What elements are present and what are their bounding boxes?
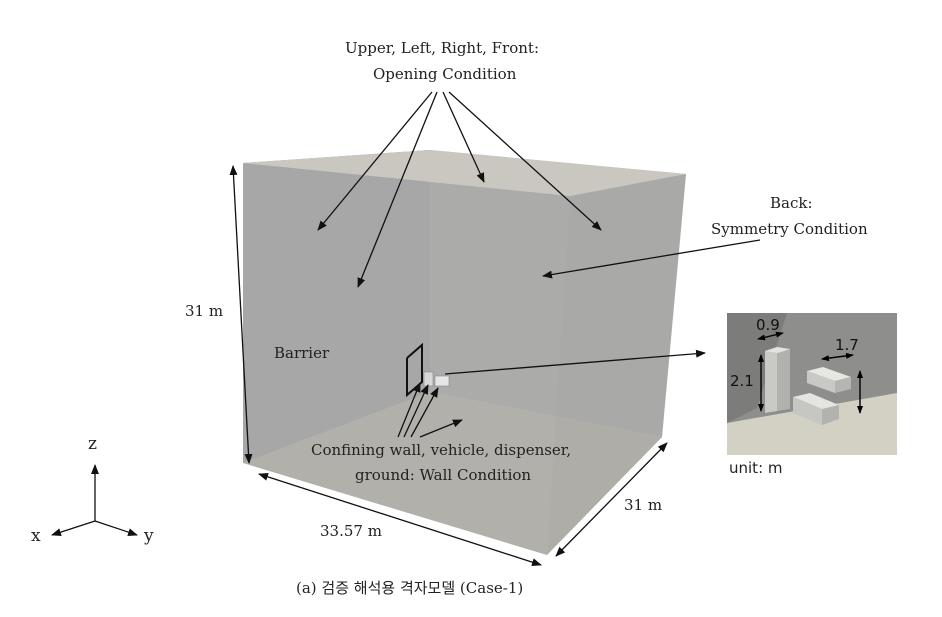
width-dimension-label: 33.57 m	[320, 522, 382, 540]
opening-arrow-upper	[442, 91, 485, 183]
inset-dim-width: 0.9	[756, 316, 780, 334]
opening-arrow-left	[317, 91, 433, 231]
back-label-line1: Back:	[770, 194, 813, 212]
inset-width-arrow	[757, 331, 784, 341]
inset-pointer-arrow	[444, 349, 706, 375]
inset-drawing	[727, 313, 897, 455]
axis-z-label: z	[88, 434, 97, 454]
barrier-shape	[406, 342, 423, 398]
inset-step-lower-front	[793, 393, 839, 409]
wall-arrow-vehicle	[403, 384, 429, 438]
wall-arrow-barrier	[397, 382, 421, 438]
inset-barrier-side	[777, 347, 790, 411]
opening-condition-label-line2: Opening Condition	[373, 65, 517, 83]
opening-arrow-right	[448, 91, 602, 231]
height-dimension-line	[229, 165, 253, 464]
figure-caption: (a) 검증 해석용 격자모델 (Case-1)	[296, 579, 524, 597]
inset-floor	[727, 393, 897, 455]
width-dimension-line	[258, 472, 542, 567]
inset-barrier-top	[765, 347, 790, 353]
inset-step-upper-side	[807, 371, 835, 393]
inset-step-upper-front	[807, 367, 851, 381]
inset-step-lower-side	[793, 397, 822, 425]
wall-condition-label-line1: Confining wall, vehicle, dispenser,	[311, 441, 572, 459]
barrier-label: Barrier	[274, 344, 330, 362]
box-top-face	[243, 150, 686, 196]
vehicle-shape	[423, 371, 434, 387]
axis-x-line	[51, 520, 96, 537]
back-label-line2: Symmetry Condition	[711, 220, 868, 238]
inset-dispenser-arrow	[821, 352, 854, 362]
inset-dim-height: 2.1	[730, 372, 754, 390]
height-dimension-label: 31 m	[185, 302, 224, 320]
inset-step-upper-right	[835, 377, 851, 393]
opening-arrow-front	[357, 91, 438, 288]
axis-y-label: y	[144, 526, 154, 546]
inset-unit-label: unit: m	[729, 459, 783, 477]
wall-arrow-ground	[419, 419, 463, 438]
dispenser-shape	[434, 375, 450, 387]
box-left-wall	[243, 150, 430, 463]
wall-arrow-dispenser	[410, 387, 439, 438]
inset-step-lower-right	[822, 405, 839, 425]
inset-detail-view: 0.9 1.7 2.1	[727, 313, 897, 455]
axis-x-label: x	[31, 526, 41, 546]
inset-side-wall	[727, 313, 787, 423]
axis-y-line	[94, 520, 138, 536]
inset-dim-dispenser: 1.7	[835, 336, 859, 354]
symmetry-arrow	[542, 239, 761, 279]
wall-condition-label-line2: ground: Wall Condition	[355, 466, 532, 484]
inset-barrier-front	[765, 347, 777, 413]
depth-dimension-label: 31 m	[624, 496, 663, 514]
opening-condition-label-line1: Upper, Left, Right, Front:	[345, 39, 540, 57]
depth-dimension-line	[555, 442, 668, 557]
